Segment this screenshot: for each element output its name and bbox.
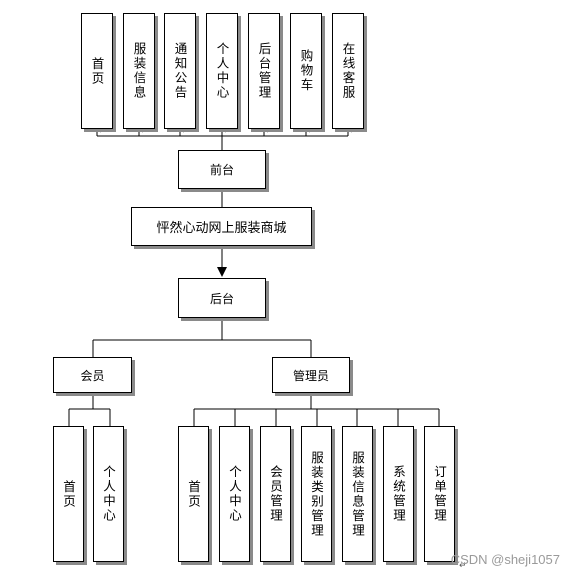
backend-label: 后台 xyxy=(209,291,234,306)
module-label: 系统管理 xyxy=(391,465,406,523)
admin-label: 管理员 xyxy=(292,368,329,383)
member-module-personal-center: 个人中心 xyxy=(93,426,124,562)
module-label: 在线客服 xyxy=(340,42,356,100)
frontend-node: 前台 xyxy=(178,150,266,189)
module-label: 服装信息管理 xyxy=(350,450,365,538)
member-label: 会员 xyxy=(80,368,105,383)
module-label: 首页 xyxy=(61,479,76,509)
module-label: 服装信息 xyxy=(131,42,147,100)
admin-module-clothing-info-management: 服装信息管理 xyxy=(342,426,373,562)
admin-module-member-management: 会员管理 xyxy=(260,426,291,562)
front-module-clothing-info: 服装信息 xyxy=(123,13,155,129)
admin-module-personal-center: 个人中心 xyxy=(219,426,250,562)
admin-module-order-management: 订单管理 xyxy=(424,426,455,562)
module-label: 后台管理 xyxy=(256,42,272,100)
front-module-home: 首页 xyxy=(81,13,113,129)
module-label: 会员管理 xyxy=(268,465,283,523)
front-module-notices: 通知公告 xyxy=(164,13,196,129)
module-label: 订单管理 xyxy=(432,465,447,523)
member-module-home: 首页 xyxy=(53,426,84,562)
return-mark-icon: ↵ xyxy=(459,561,467,571)
watermark: CSDN @sheji1057 xyxy=(450,552,560,567)
module-label: 服装类别管理 xyxy=(309,450,324,538)
arrow-to-backend xyxy=(217,267,227,277)
admin-node: 管理员 xyxy=(272,357,350,393)
member-node: 会员 xyxy=(53,357,132,393)
root-label: 怦然心动网上服装商城 xyxy=(156,221,287,236)
module-label: 通知公告 xyxy=(172,42,188,100)
module-label: 个人中心 xyxy=(214,42,230,100)
module-label: 首页 xyxy=(89,56,105,86)
root-node: 怦然心动网上服装商城 xyxy=(131,207,312,246)
module-label: 个人中心 xyxy=(227,465,242,523)
front-module-cart: 购物车 xyxy=(290,13,322,129)
backend-node: 后台 xyxy=(178,278,266,318)
module-label: 个人中心 xyxy=(101,465,116,523)
frontend-label: 前台 xyxy=(209,163,234,177)
front-module-backend-admin: 后台管理 xyxy=(248,13,280,129)
module-label: 首页 xyxy=(186,479,201,509)
admin-module-clothing-category-management: 服装类别管理 xyxy=(301,426,332,562)
front-module-personal-center: 个人中心 xyxy=(206,13,238,129)
front-module-online-service: 在线客服 xyxy=(332,13,364,129)
admin-module-home: 首页 xyxy=(178,426,209,562)
module-label: 购物车 xyxy=(298,49,314,93)
admin-module-system-management: 系统管理 xyxy=(383,426,414,562)
